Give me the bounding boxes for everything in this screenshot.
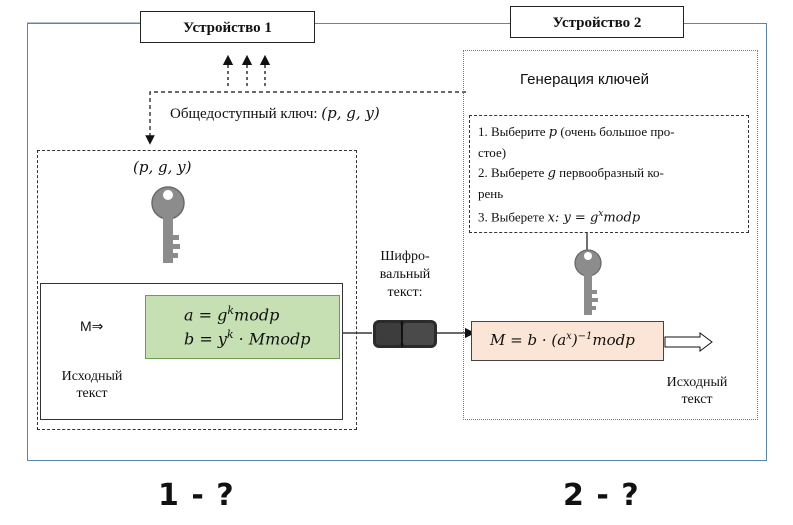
formula-b: b = yk · Mmodp <box>184 328 311 349</box>
m-arrow-label: M⇒ <box>80 318 104 334</box>
public-key-path <box>145 91 466 145</box>
device2-block <box>463 50 758 420</box>
encryption-formula-box: a = gkmodp b = yk · Mmodp <box>145 295 340 359</box>
step2-line: 2. Выберете g первообразный ко- <box>478 165 664 181</box>
key-icon <box>151 186 185 263</box>
step1-cont: стое) <box>478 145 507 160</box>
step1-line: 1. Выберите p (очень большое про- <box>478 124 675 140</box>
decryption-formula-box: M = b · (ax)−1modp <box>471 321 664 361</box>
output-arrow <box>664 332 713 352</box>
cipher-block-icon <box>373 320 437 348</box>
keygen-title: Генерация ключей <box>520 71 649 88</box>
private-key-icon <box>574 249 602 315</box>
device1-label: Устройство 1 <box>140 11 315 43</box>
ciphertext-label: Шифро- вальный текст: <box>379 249 431 300</box>
question-1-label: 1 - ? <box>158 478 235 513</box>
keygen-steps-box: 1. Выберите p (очень большое про- стое) … <box>469 115 749 233</box>
output-text-label: Исходный текст <box>666 375 728 407</box>
device2-label: Устройство 2 <box>510 6 684 38</box>
outer-frame <box>27 23 767 461</box>
step3-line: 3. Выберете x: y = gxmodp <box>478 209 641 226</box>
source-text-label: Исходный текст <box>61 369 123 401</box>
question-2-label: 2 - ? <box>563 478 640 513</box>
params-label: (p, g, y) <box>133 158 192 176</box>
formula-a: a = gkmodp <box>184 304 280 325</box>
public-key-label: Общедоступный ключ: (p, g, y) <box>170 104 380 122</box>
decrypt-formula: M = b · (ax)−1modp <box>490 331 635 349</box>
step2-cont: рень <box>478 186 504 201</box>
device1-block <box>37 150 357 430</box>
